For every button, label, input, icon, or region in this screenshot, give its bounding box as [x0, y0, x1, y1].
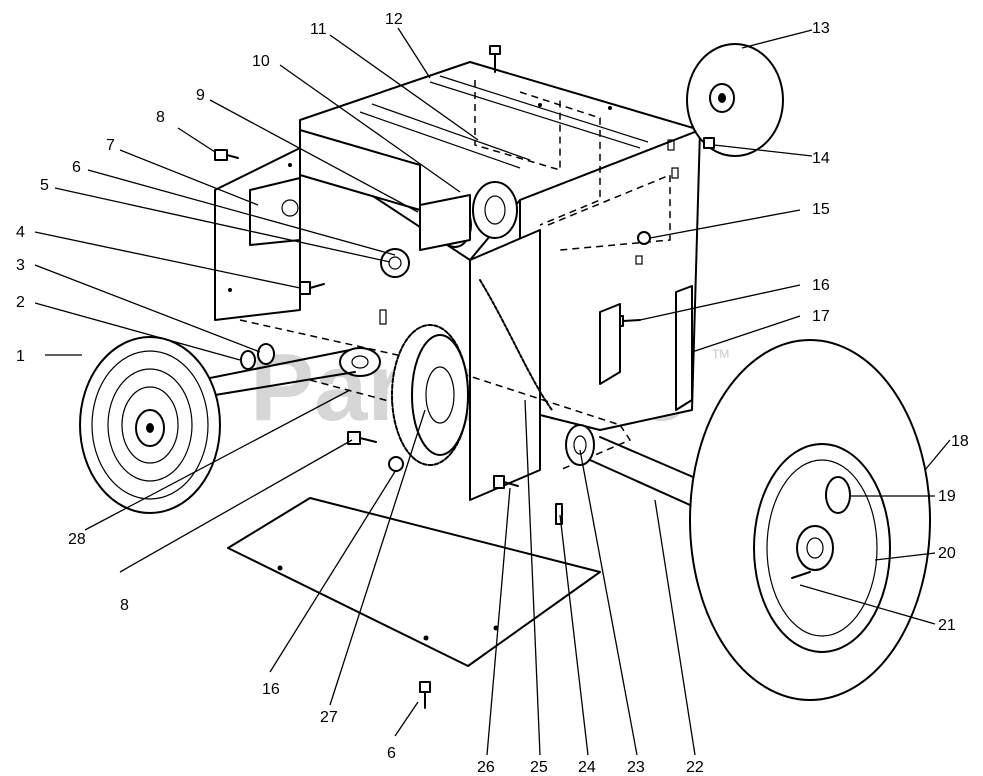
- side-bracket: [599, 285, 693, 411]
- bottom-plate: [227, 497, 601, 667]
- callout-3: 3: [16, 257, 25, 274]
- callout-1: 1: [16, 348, 25, 365]
- callout-18: 18: [951, 433, 969, 450]
- top-pulley: [686, 43, 784, 157]
- callout-17: 17: [812, 308, 830, 325]
- callout-6-top: 6: [72, 159, 81, 176]
- drive-gear: [391, 324, 469, 466]
- callout-23: 23: [627, 759, 645, 776]
- wheel-tire: [689, 339, 931, 701]
- axle-assembly: [209, 347, 701, 506]
- callout-27: 27: [320, 709, 338, 726]
- callout-25: 25: [530, 759, 548, 776]
- callout-5: 5: [40, 177, 49, 194]
- callout-11: 11: [310, 21, 327, 38]
- control-bracket: [249, 129, 421, 246]
- callout-26: 26: [477, 759, 495, 776]
- callout-28: 28: [68, 531, 86, 548]
- callout-8-bottom: 8: [120, 597, 129, 614]
- callout-13: 13: [812, 20, 830, 37]
- callout-16-right: 16: [812, 277, 830, 294]
- drive-chain: [479, 279, 553, 411]
- callout-8-top: 8: [156, 109, 165, 126]
- callout-22: 22: [686, 759, 704, 776]
- spacer-collars: [240, 343, 275, 370]
- sprocket-assembly: [419, 181, 518, 251]
- callout-21: 21: [938, 617, 956, 634]
- left-pulley: [79, 336, 221, 514]
- callout-15: 15: [812, 201, 830, 218]
- callout-24: 24: [578, 759, 596, 776]
- callout-7: 7: [106, 137, 115, 154]
- callout-16-bottom: 16: [262, 681, 280, 698]
- callout-12: 12: [385, 11, 403, 28]
- fasteners: [214, 45, 715, 709]
- callout-2: 2: [16, 294, 25, 311]
- watermark-trademark: TM: [712, 347, 729, 361]
- callout-labels: 1 2 3 4 5 6 7 8 9 10 11 12 13 14 15 16 1…: [16, 11, 969, 776]
- callout-20: 20: [938, 545, 956, 562]
- callout-6-bottom: 6: [387, 745, 396, 762]
- callout-9: 9: [196, 87, 205, 104]
- callout-19: 19: [938, 488, 956, 505]
- callout-14: 14: [812, 150, 830, 167]
- callout-4: 4: [16, 224, 25, 241]
- leader-lines: [34, 27, 951, 756]
- callout-10: 10: [252, 53, 270, 70]
